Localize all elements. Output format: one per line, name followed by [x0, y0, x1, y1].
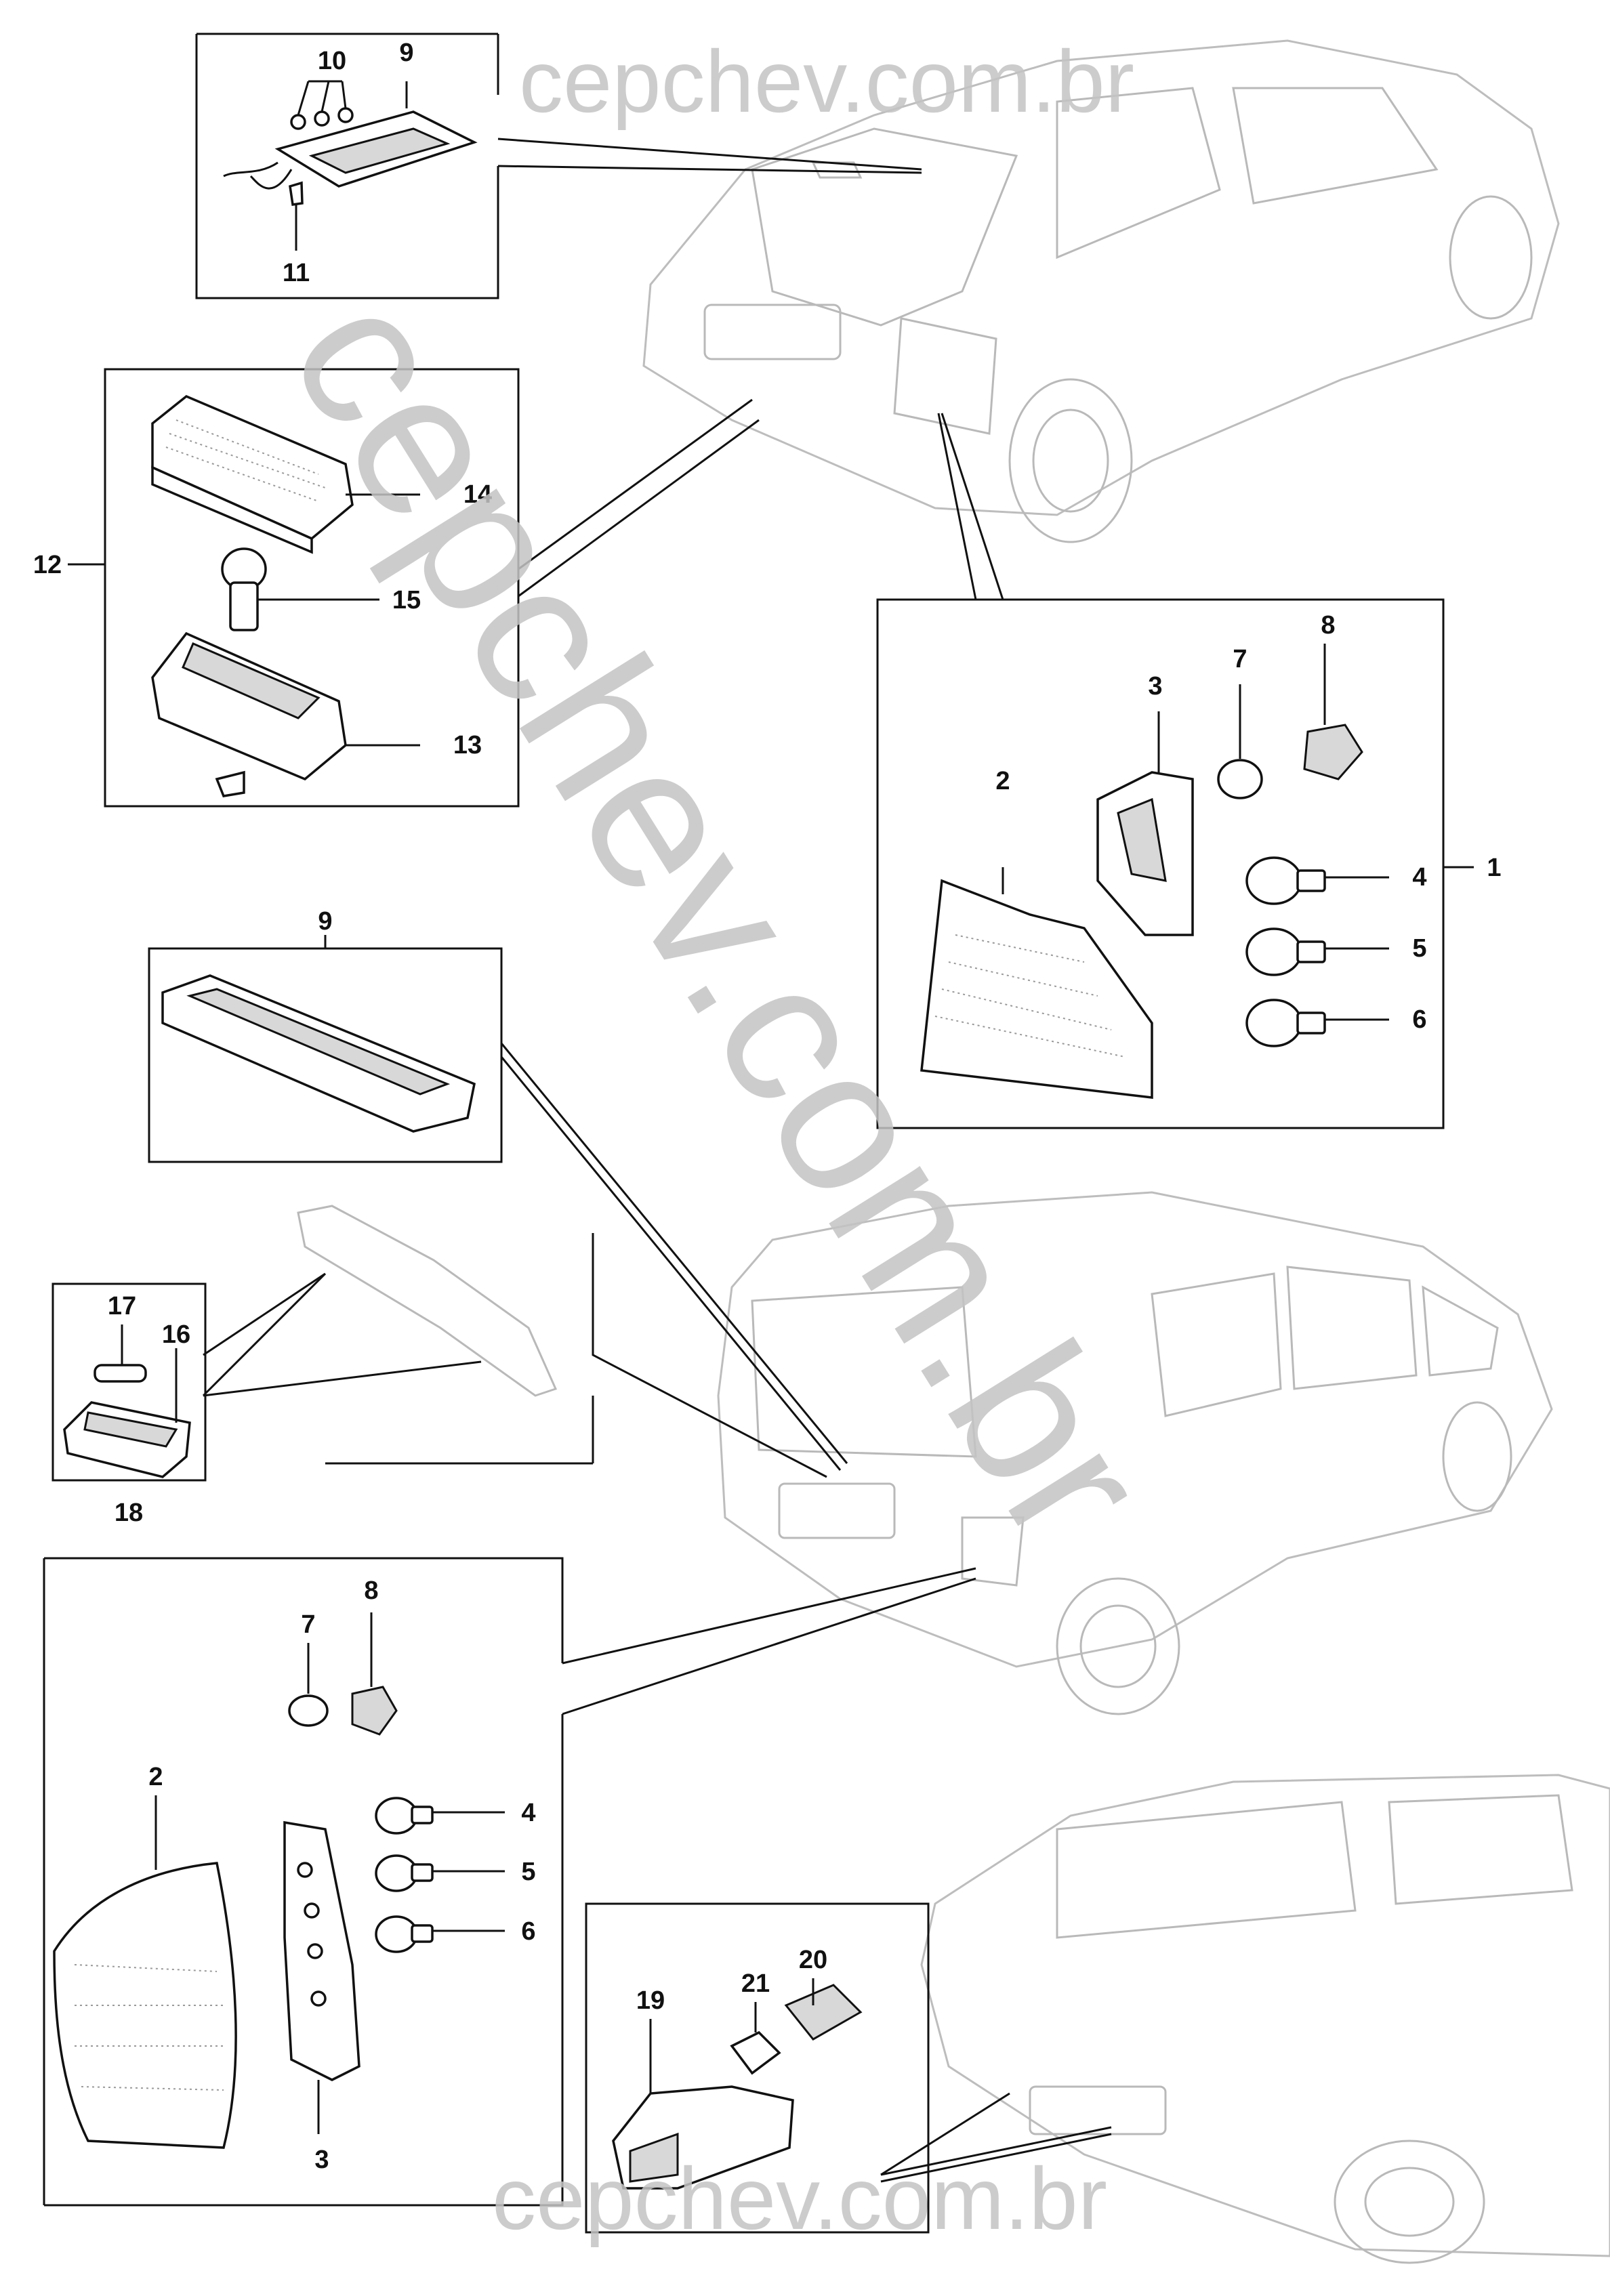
label-21: 21 — [741, 1969, 770, 1998]
watermark-top: cepchev.com.br — [519, 32, 1134, 131]
group-high-mount-stop-lamp-top: 10 9 11 — [195, 33, 922, 299]
label-12: 12 — [33, 551, 62, 579]
label-3-bottom: 3 — [314, 2146, 329, 2174]
group-tail-lamp-1: 2 3 7 8 4 5 6 1 — [876, 413, 1502, 1129]
label-6-bottom: 6 — [521, 1917, 535, 1946]
label-8-top: 8 — [1321, 611, 1335, 640]
label-4-bottom: 4 — [521, 1799, 535, 1827]
bulb-6-minivan — [375, 1915, 418, 1953]
label-9-top: 9 — [399, 39, 413, 67]
label-11: 11 — [283, 259, 310, 287]
bulb-21 — [730, 2030, 781, 2075]
label-20: 20 — [799, 1946, 827, 1974]
washer-7 — [1217, 759, 1263, 799]
group-spoiler-strip — [202, 1205, 827, 1478]
label-6-top: 6 — [1412, 1005, 1426, 1034]
bulb-5 — [1245, 927, 1302, 976]
bulb-5-minivan — [375, 1854, 418, 1892]
nut-8 — [1303, 724, 1363, 780]
label-7-top: 7 — [1233, 645, 1247, 673]
group-high-mount-stop-lamp-9: 9 — [148, 907, 848, 1471]
group-tail-lamp-minivan: 8 7 2 4 5 6 3 — [43, 1557, 976, 2207]
housing-13 — [151, 631, 347, 781]
label-8-bottom: 8 — [364, 1577, 378, 1605]
label-2-top: 2 — [995, 767, 1010, 795]
label-14: 14 — [463, 480, 492, 509]
bulb-17 — [94, 1364, 147, 1383]
bulb-6 — [1245, 999, 1302, 1047]
label-5-top: 5 — [1412, 934, 1426, 963]
car-minivan-middle — [717, 1191, 1553, 1715]
label-17: 17 — [108, 1292, 136, 1320]
label-7-bottom: 7 — [301, 1610, 315, 1639]
nut-8-minivan — [351, 1686, 398, 1736]
label-13: 13 — [453, 731, 482, 759]
label-1: 1 — [1487, 854, 1501, 882]
car-sedan-bottom — [920, 1774, 1610, 2264]
label-18: 18 — [115, 1499, 143, 1527]
washer-7-minivan — [288, 1694, 329, 1727]
screw — [289, 181, 304, 206]
car-hatchback-top — [642, 39, 1560, 543]
bulb-4 — [1245, 856, 1302, 905]
lens-2 — [920, 879, 1153, 1099]
label-9-middle: 9 — [318, 907, 332, 936]
group-license-lamp-19: 19 21 20 — [585, 1902, 1112, 2234]
group-license-lamp-12: 12 14 15 13 — [33, 368, 760, 808]
label-16: 16 — [162, 1320, 190, 1349]
label-5-bottom: 5 — [521, 1858, 535, 1886]
label-19: 19 — [636, 1986, 665, 2015]
socket-20 — [784, 1984, 863, 2041]
label-10: 10 — [318, 47, 346, 75]
watermark-bottom: cepchev.com.br — [492, 2149, 1107, 2248]
label-3-top: 3 — [1148, 672, 1162, 701]
label-2-bottom: 2 — [148, 1763, 163, 1791]
group-license-lamp-18: 17 16 18 — [51, 1282, 207, 1527]
label-15: 15 — [392, 586, 421, 614]
label-4-top: 4 — [1412, 863, 1426, 892]
bulb-4-minivan — [375, 1797, 418, 1835]
